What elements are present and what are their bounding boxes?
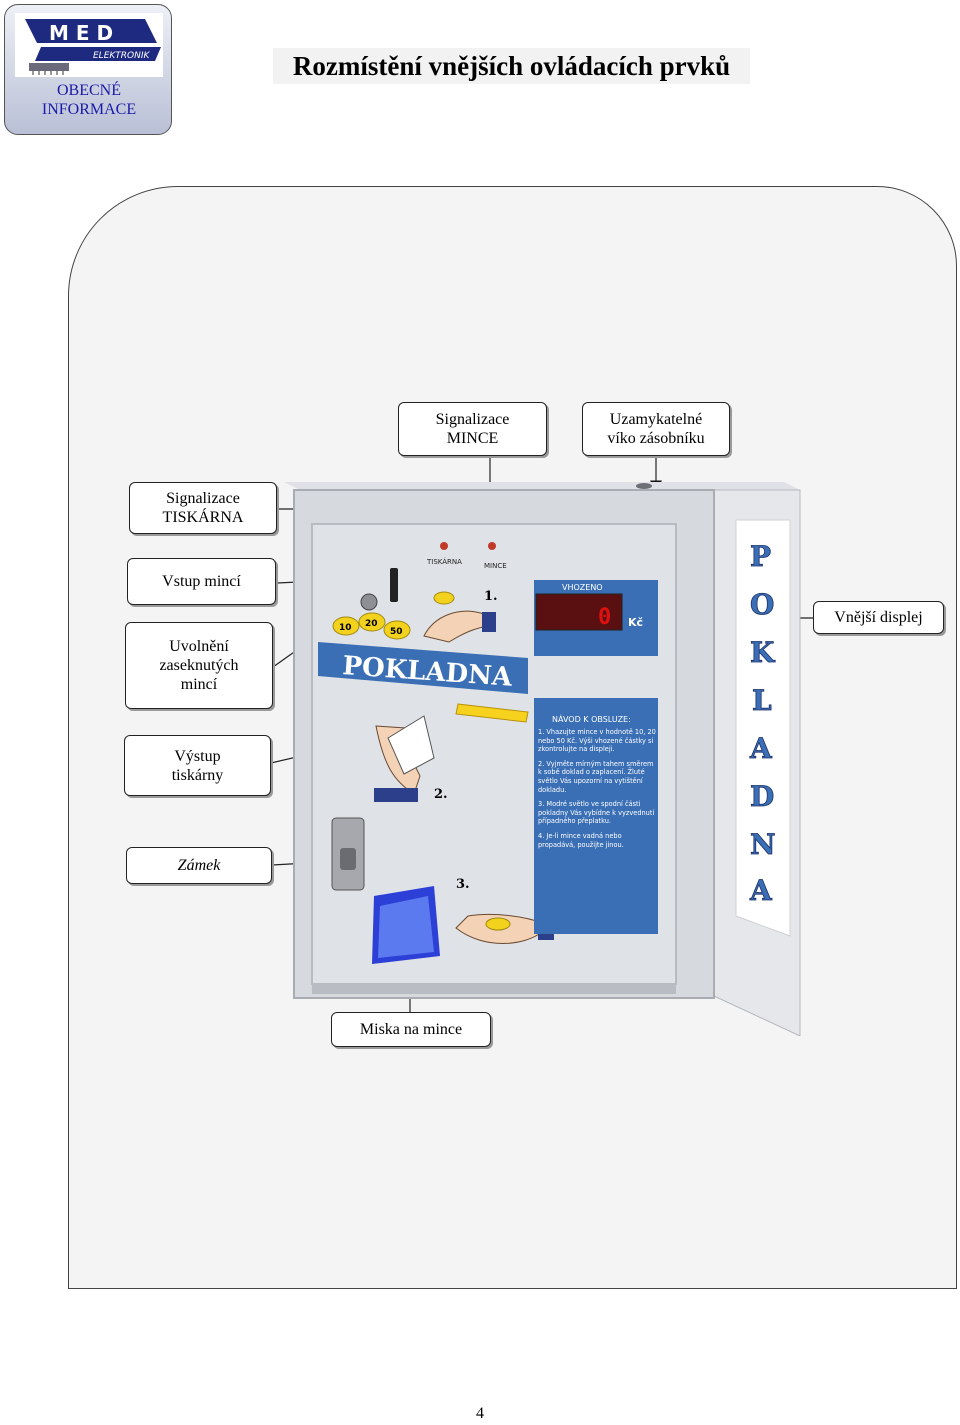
svg-text:L: L [752,684,772,717]
instructions-title: NÁVOD K OBSLUZE: [552,713,631,724]
callout-coin-tray: Miska na mince [331,1012,491,1047]
callout-lock: Zámek [126,847,272,884]
pokladna-banner [318,642,528,694]
instruction-3: 3. Modré světlo ve spodní části pokladny… [538,800,655,826]
svg-text:D: D [750,780,774,813]
step-2-label: 2. [434,787,448,802]
callout-printer-output: Výstup tiskárny [124,735,271,796]
callout-external-display: Vnější displej [813,601,944,634]
callout-signal-tiskarna: Signalizace TISKÁRNA [129,482,277,534]
callout-signal-mince: Signalizace MINCE [398,402,547,456]
instruction-1: 1. Vhazujte mince v hodnotě 10, 20 nebo … [538,728,656,754]
coin-release-button [360,593,378,611]
pokladna-machine: TISKÁRNA MINCE 10 20 50 1. POKLADNA 2. 3… [284,482,801,1036]
display-value: 0 [598,605,611,630]
section-label: OBECNÉ INFORMACE [41,82,137,118]
svg-text:K: K [750,636,776,669]
printer-led [440,542,448,550]
lock-cylinder [340,848,356,870]
printer-led-label: TISKÁRNA [426,557,462,566]
page-number: 4 [476,1405,484,1422]
coin-value-10: 10 [339,623,352,633]
callout-release: Uvolnění zaseknutých mincí [125,622,273,709]
page-title: Rozmístění vnějších ovládacích prvků [273,48,750,84]
logo-box: M E D ELEKTRONIK OBECNÉ INFORMACE [4,4,172,135]
svg-text:P: P [750,540,771,573]
receipt-illustration [387,715,435,775]
instruction-2: 2. Vyjměte mírným tahem směrem k sobě do… [538,759,654,794]
coin-value-50: 50 [390,627,403,637]
coin-led [488,542,496,550]
callout-coin-input: Vstup mincí [127,558,276,605]
svg-text:ELEKTRONIK: ELEKTRONIK [93,51,151,61]
instruction-4: 4. Je-li mince vadná nebo propadává, pou… [538,831,624,849]
svg-text:O: O [750,588,774,621]
step-3-label: 3. [456,877,470,892]
coin-slot [390,568,398,602]
step-1-label: 1. [484,589,498,604]
company-logo: M E D ELEKTRONIK [15,13,163,77]
svg-text:A: A [749,732,773,765]
logo-text: M E D [49,21,113,45]
instructions-panel [534,698,658,934]
printer-slot [455,703,529,723]
external-display [535,593,623,631]
display-title: VHOZENO [562,583,603,592]
coin-value-20: 20 [365,619,378,629]
display-unit: Kč [628,616,643,629]
side-brand: P O K L A D N A [749,540,777,908]
coin-led-label: MINCE [484,562,507,570]
svg-text:A: A [749,874,773,907]
svg-text:N: N [750,828,776,861]
callout-lockable-lid: Uzamykatelné víko zásobníku [582,402,730,456]
